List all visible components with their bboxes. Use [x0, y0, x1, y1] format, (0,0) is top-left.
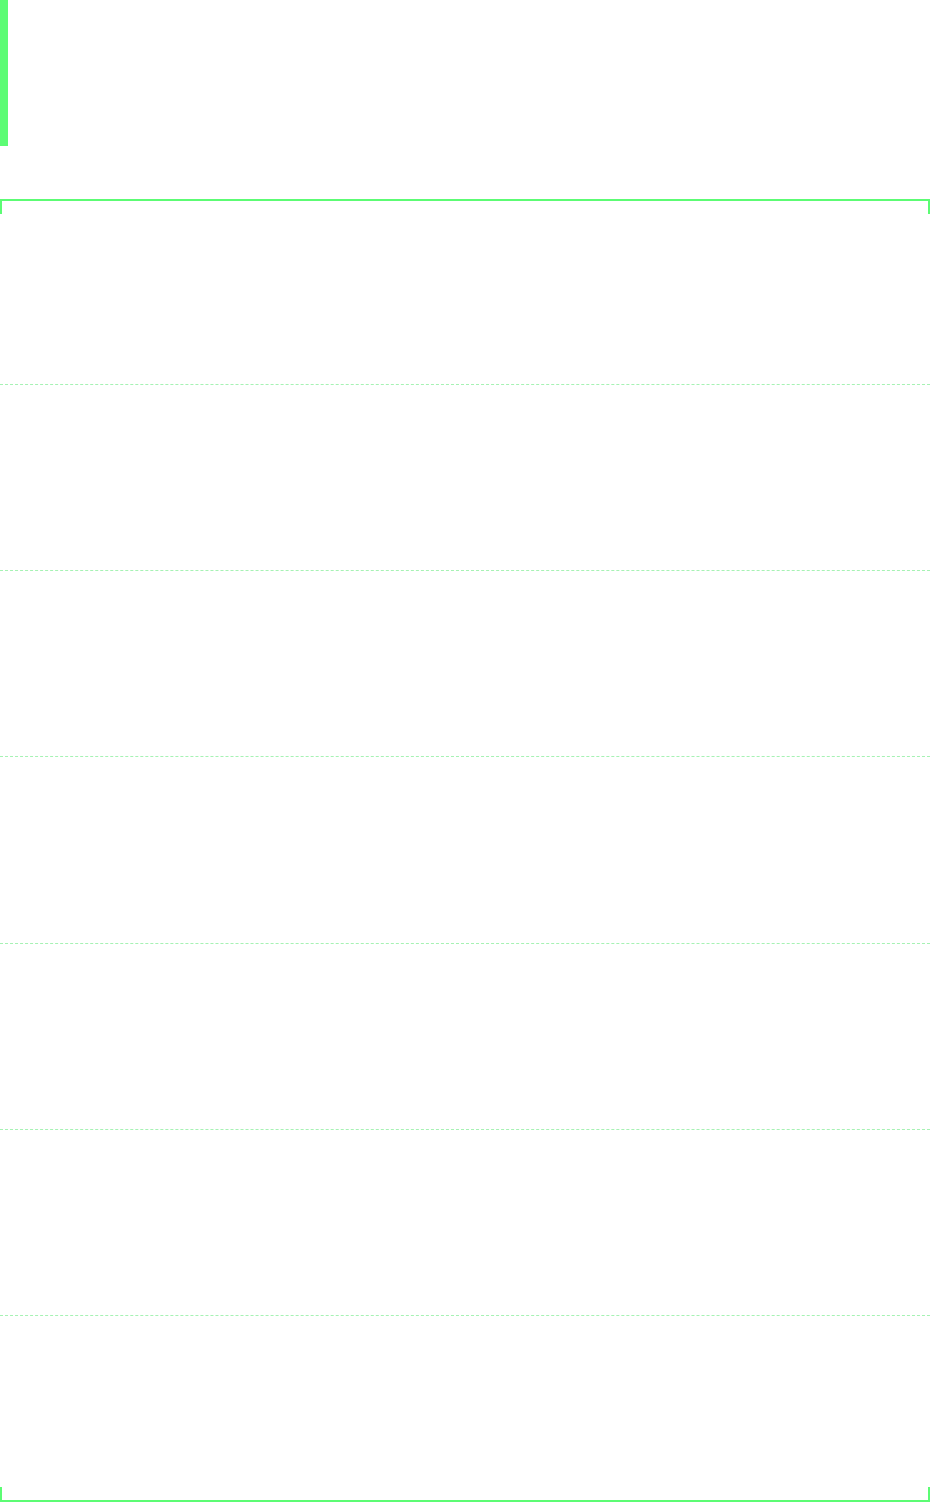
list-row[interactable]: [0, 944, 930, 1130]
list-row[interactable]: [0, 385, 930, 572]
list-row[interactable]: [0, 1130, 930, 1316]
list-container: [0, 199, 930, 1502]
list-row[interactable]: [0, 571, 930, 758]
list-row[interactable]: [0, 1316, 930, 1502]
list-row[interactable]: [0, 199, 930, 386]
header-accent-bar: [0, 0, 8, 146]
list-row[interactable]: [0, 757, 930, 944]
